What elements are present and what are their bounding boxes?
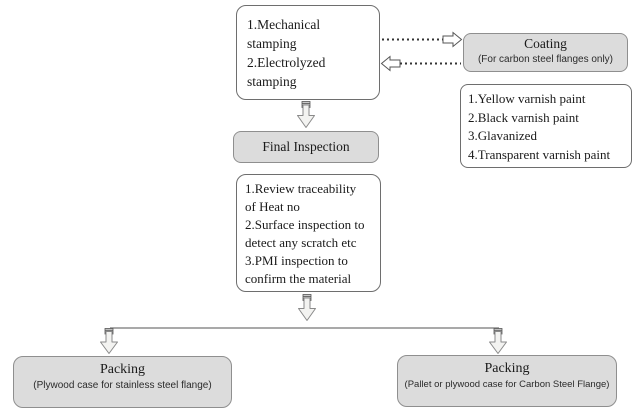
packing-carbon-title: Packing — [484, 361, 530, 376]
coating-subtitle: (For carbon steel flanges only) — [477, 54, 614, 65]
down-block-arrow-icon — [297, 101, 315, 128]
dotted-arrow-to-stamping-icon — [380, 55, 461, 72]
coating-title: Coating — [524, 36, 567, 51]
final-inspection-label: Final Inspection — [262, 139, 350, 154]
split-connector-line — [110, 327, 499, 329]
packing-stainless-box: Packing (Plywood case for stainless stee… — [13, 356, 232, 408]
dotted-arrow-to-coating-icon — [382, 31, 463, 48]
down-block-arrow-icon — [489, 328, 507, 354]
down-block-arrow-icon — [298, 294, 316, 321]
final-inspection-box: Final Inspection — [233, 131, 379, 163]
coating-box: Coating (For carbon steel flanges only) — [463, 33, 628, 72]
packing-carbon-box: Packing (Pallet or plywood case for Carb… — [397, 355, 617, 407]
packing-stainless-subtitle: (Plywood case for stainless steel flange… — [33, 380, 212, 391]
packing-stainless-title: Packing — [99, 362, 146, 377]
down-block-arrow-icon — [100, 328, 118, 354]
packing-carbon-subtitle: (Pallet or plywood case for Carbon Steel… — [404, 379, 610, 390]
